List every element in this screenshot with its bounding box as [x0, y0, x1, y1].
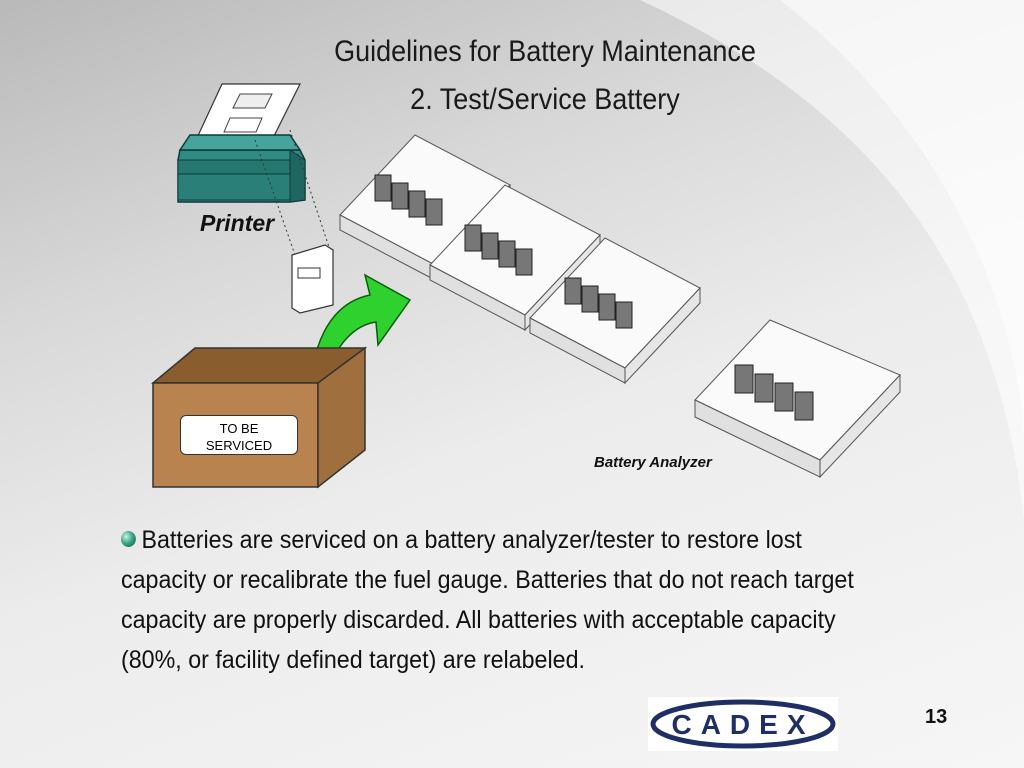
analyzer-label: Battery Analyzer — [594, 454, 712, 471]
box-label: TO BE SERVICED — [180, 415, 298, 455]
title-line-2: 2. Test/Service Battery — [410, 83, 680, 116]
printer-icon — [177, 83, 306, 203]
battery-analyzer-icon — [339, 134, 901, 479]
title-line-1: Guidelines for Battery Maintenance — [334, 35, 756, 68]
bullet-icon — [121, 531, 136, 548]
body-paragraph: Batteries are serviced on a battery anal… — [121, 520, 893, 680]
box-label-line-2: SERVICED — [205, 438, 273, 453]
printer-label: Printer — [200, 210, 275, 236]
box-label-line-1: TO BE — [219, 421, 259, 436]
logo-text: CADEX — [671, 709, 814, 740]
body-text: Batteries are serviced on a battery anal… — [121, 526, 854, 674]
slide-title: Guidelines for Battery Maintenance 2. Te… — [298, 28, 793, 124]
label-sheet-icon — [291, 244, 334, 314]
cadex-logo: CADEX — [648, 697, 838, 751]
page-number: 13 — [925, 706, 948, 728]
